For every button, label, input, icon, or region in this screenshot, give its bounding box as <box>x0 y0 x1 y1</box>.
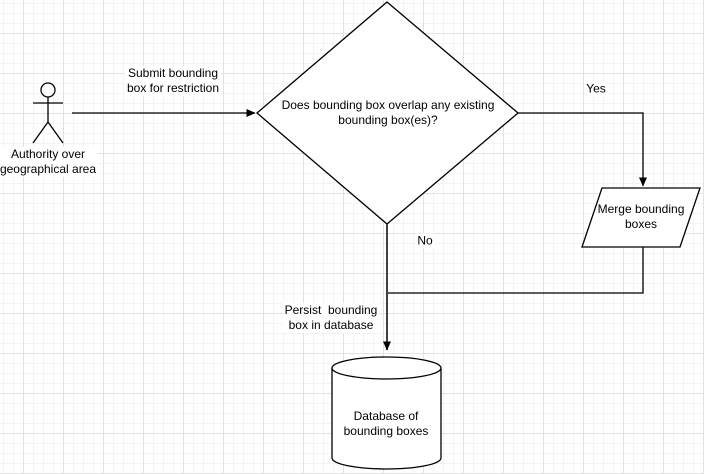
edge-label-yes: Yes <box>584 81 608 97</box>
actor-label: Authority over geographical area <box>0 147 99 177</box>
cylinder-top <box>331 356 442 380</box>
database-cylinder-shape <box>331 356 442 470</box>
decision-label: Does bounding box overlap any existing b… <box>281 98 495 127</box>
edge-label-submit: Submit bounding box for restriction <box>124 66 222 96</box>
actor-head <box>40 82 56 98</box>
edge-merge-to-persist-line <box>388 247 644 294</box>
merge-parallelogram-shape <box>581 187 701 248</box>
database-label: Database of bounding boxes <box>343 409 429 438</box>
merge-label: Merge bounding boxes <box>597 202 685 231</box>
actor-figure-icon <box>32 82 64 144</box>
actor-leg-right <box>47 121 64 144</box>
edge-yes-arrow <box>518 112 647 187</box>
actor-leg-left <box>32 121 49 144</box>
edge-label-no: No <box>415 233 435 249</box>
edge-label-persist: Persist bounding box in database <box>282 303 380 333</box>
cylinder-body <box>331 368 442 470</box>
